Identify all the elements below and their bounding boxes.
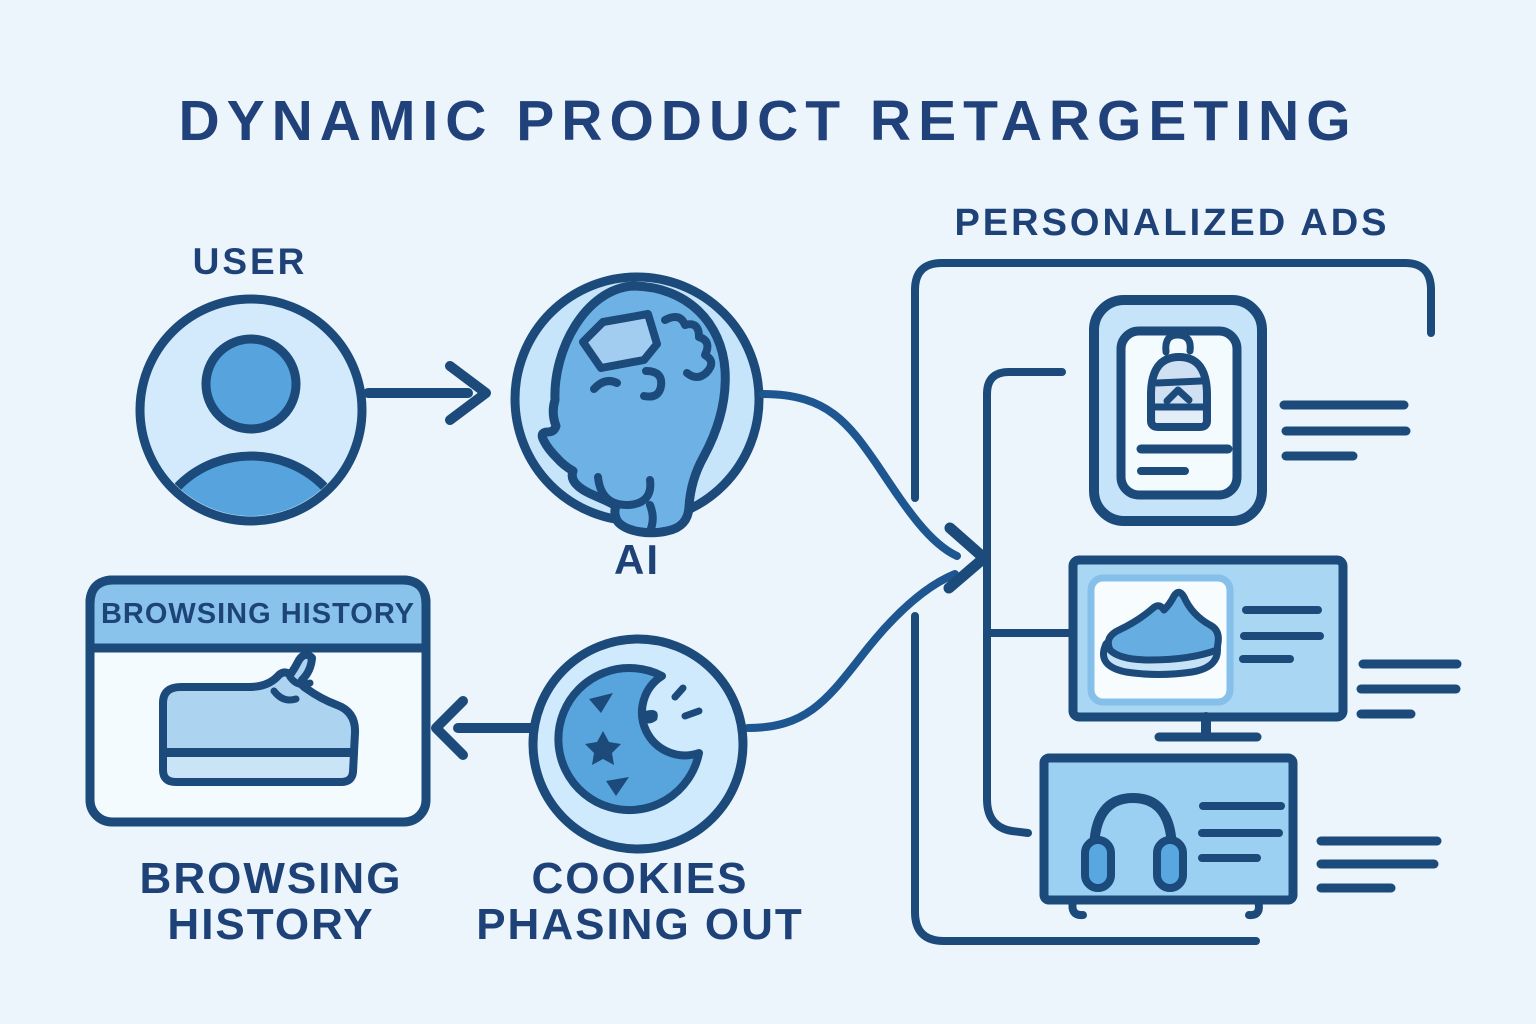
monitor-stand <box>1154 712 1262 742</box>
tablet-ad-icon <box>1089 295 1267 526</box>
ads-inner-bracket <box>983 368 1074 837</box>
monitor-speed-lines <box>1356 659 1462 719</box>
running-shoe-icon <box>1100 588 1222 678</box>
tv-speed-lines <box>1316 836 1442 893</box>
user-to-ai-arrow-icon <box>363 361 491 425</box>
headphones-icon <box>1081 792 1187 892</box>
browsed-shoe-icon <box>159 651 360 786</box>
backpack-icon <box>1147 331 1211 431</box>
tv-ad-icon <box>1039 753 1298 920</box>
cookies-to-ads-curve <box>744 570 959 732</box>
ai-node-label: AI <box>614 536 660 583</box>
tablet-speed-lines <box>1279 400 1411 461</box>
monitor-text-lines <box>1239 606 1324 663</box>
personalized-ads-heading: PERSONALIZED ADS <box>954 202 1390 244</box>
tv-text-lines <box>1198 802 1285 862</box>
user-node-label: USER <box>192 241 308 282</box>
ai-brain-icon <box>510 272 764 538</box>
cookies-to-history-arrow-icon <box>431 696 541 760</box>
browser-window-title: BROWSING HISTORY <box>100 598 416 630</box>
browsing-history-caption-line1: BROWSING <box>139 854 403 903</box>
page-title: DYNAMIC PRODUCT RETARGETING <box>178 89 1358 153</box>
cookie-icon <box>528 634 748 854</box>
cookies-caption-line1: COOKIES <box>531 854 749 903</box>
browsing-history-caption-line2: HISTORY <box>167 900 375 949</box>
ai-to-ads-curve <box>759 390 961 560</box>
cookies-caption-line2: PHASING OUT <box>476 900 804 949</box>
merge-connectors <box>744 390 990 732</box>
user-icon <box>135 294 367 526</box>
ads-outer-bracket <box>911 259 1435 945</box>
browser-window-icon <box>85 575 431 827</box>
monitor-ad-icon <box>1068 555 1348 742</box>
tv-feet <box>1068 897 1263 920</box>
tablet-text-lines <box>1136 444 1233 475</box>
